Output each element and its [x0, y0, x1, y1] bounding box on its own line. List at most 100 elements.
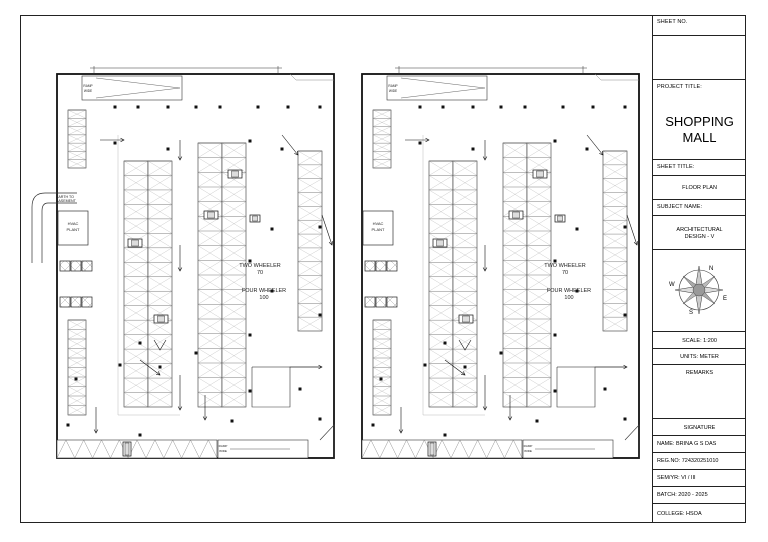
stall-hatch — [297, 275, 323, 290]
college: COLLEGE: HSOA — [657, 510, 702, 517]
arrow-head — [202, 416, 208, 421]
hvac-plant — [57, 210, 89, 246]
stall-hatch — [526, 348, 552, 364]
traffic-flow-line — [444, 359, 466, 376]
traffic-flow-line — [321, 214, 333, 246]
stall-hatch — [602, 275, 628, 290]
stall-hatch — [147, 189, 173, 205]
entry-ramp-label-2: BASEMENT — [56, 199, 77, 203]
stall-hatch — [221, 216, 247, 232]
subject-line1: ARCHITECTURAL — [676, 227, 723, 233]
stall-hatch — [147, 218, 173, 234]
car-roof — [157, 315, 165, 323]
stall-hatch — [502, 392, 528, 408]
stall-hatch — [428, 276, 454, 292]
bottom-ramp-label: RAMP — [524, 444, 533, 448]
stall-hatch — [67, 118, 87, 127]
stall-hatch — [452, 291, 478, 306]
stall-hatch — [197, 186, 223, 202]
stall-hatch — [526, 362, 552, 378]
sheet-title-header: SHEET TITLE: — [653, 160, 746, 176]
stall-hatch — [67, 143, 87, 152]
stall-hatch — [526, 157, 552, 173]
bottom-stall-strip — [56, 439, 218, 459]
stall-hatch — [372, 109, 392, 119]
structural-column — [575, 227, 579, 231]
stall-hatch — [123, 305, 149, 321]
college-box: COLLEGE: HSOA — [653, 504, 746, 523]
stair-core — [624, 424, 640, 458]
stall-hatch — [147, 334, 173, 350]
hvac-label: HVAC — [373, 221, 384, 226]
equipment-unit — [59, 260, 71, 272]
stall-hatch — [526, 216, 552, 232]
stall-hatch — [428, 392, 454, 408]
sem-yr-box: SEM/YR: VI / III — [653, 470, 746, 487]
hvac-label-2: PLANT — [372, 227, 385, 232]
batch: BATCH: 2020 - 2025 — [657, 492, 708, 498]
drive-lane-guide — [117, 135, 180, 416]
stall-hatch — [123, 349, 149, 364]
stall-hatch — [221, 157, 247, 173]
stall-hatch — [526, 392, 552, 408]
stall-hatch — [372, 329, 392, 340]
structural-column — [603, 387, 607, 391]
arrow-head — [460, 371, 466, 376]
stall-hatch — [372, 159, 392, 169]
stall-hatch — [147, 276, 173, 292]
equipment-unit — [386, 260, 398, 272]
stall-hatch — [502, 377, 528, 393]
stall-hatch — [123, 189, 149, 205]
stall-hatch — [123, 218, 149, 234]
arrow-head — [177, 267, 183, 272]
structural-column — [591, 105, 595, 109]
equipment-unit — [81, 260, 93, 272]
sheet-no-header: SHEET NO. — [653, 15, 746, 36]
stall-hatch — [297, 206, 323, 221]
structural-column — [418, 105, 422, 109]
stall-hatch — [452, 218, 478, 234]
hvac-plant — [362, 210, 394, 246]
stall-hatch — [372, 338, 392, 349]
stall-hatch — [502, 186, 528, 202]
structural-column — [575, 289, 579, 293]
stall-hatch — [502, 333, 528, 349]
stall-hatch — [197, 260, 223, 276]
stall-hatch — [147, 160, 173, 176]
structural-column — [535, 419, 539, 423]
stall-hatch — [452, 262, 478, 277]
stall-hatch — [502, 201, 528, 217]
bottom-stall-strip — [361, 439, 523, 459]
car-roof — [557, 215, 563, 222]
stall-hatch — [372, 386, 392, 397]
stall-hatch — [123, 392, 149, 408]
stall-hatch — [428, 160, 454, 176]
car-roof — [124, 442, 130, 456]
structural-column — [585, 147, 589, 151]
stall-hatch — [197, 377, 223, 393]
traffic-flow-line — [139, 359, 161, 376]
stall-hatch — [450, 439, 469, 459]
arrow-head — [482, 267, 488, 272]
top-ramp-label-2: WIDE — [84, 89, 92, 93]
stall-hatch — [452, 160, 478, 176]
stall-hatch — [602, 178, 628, 193]
stall-hatch — [602, 233, 628, 249]
structural-column — [418, 141, 422, 145]
stall-hatch — [372, 395, 392, 406]
top-ramp — [81, 75, 183, 101]
stall-hatch — [602, 303, 628, 318]
stall-hatch — [452, 377, 478, 393]
stall-hatch — [221, 377, 247, 393]
equipment-unit — [375, 296, 387, 308]
stall-hatch — [197, 142, 223, 158]
stall-hatch — [197, 201, 223, 217]
hvac-label-2: PLANT — [67, 227, 80, 232]
stall-hatch — [67, 348, 87, 359]
bottom-ramp-label-2: WIDE — [524, 449, 532, 453]
stall-hatch — [526, 230, 552, 246]
structural-column — [256, 105, 260, 109]
stall-hatch — [452, 276, 478, 292]
stall-hatch — [147, 363, 173, 379]
